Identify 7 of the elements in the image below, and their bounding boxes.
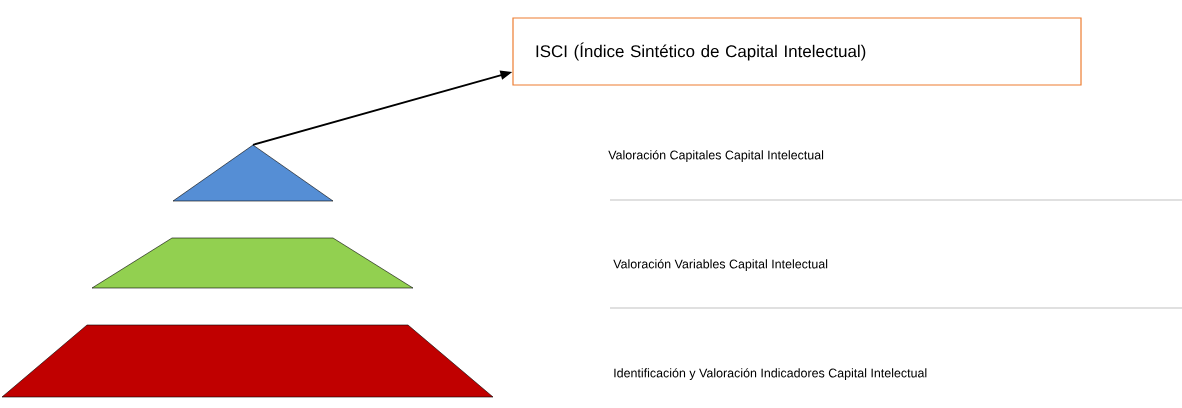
pyramid-trapezoid — [91, 237, 414, 289]
title-box: ISCI (Índice Sintético de Capital Intelectual) — [512, 17, 1082, 86]
pyramid-trapezoid — [1, 324, 494, 398]
level-label: Valoración Capitales Capital Intelectual — [608, 150, 824, 162]
level-label: Valoración Variables Capital Intelectual — [613, 259, 828, 271]
level-label: Identificación y Valoración Indicadores Capital Intelectual — [614, 368, 927, 380]
pyramid-triangle — [172, 144, 334, 202]
